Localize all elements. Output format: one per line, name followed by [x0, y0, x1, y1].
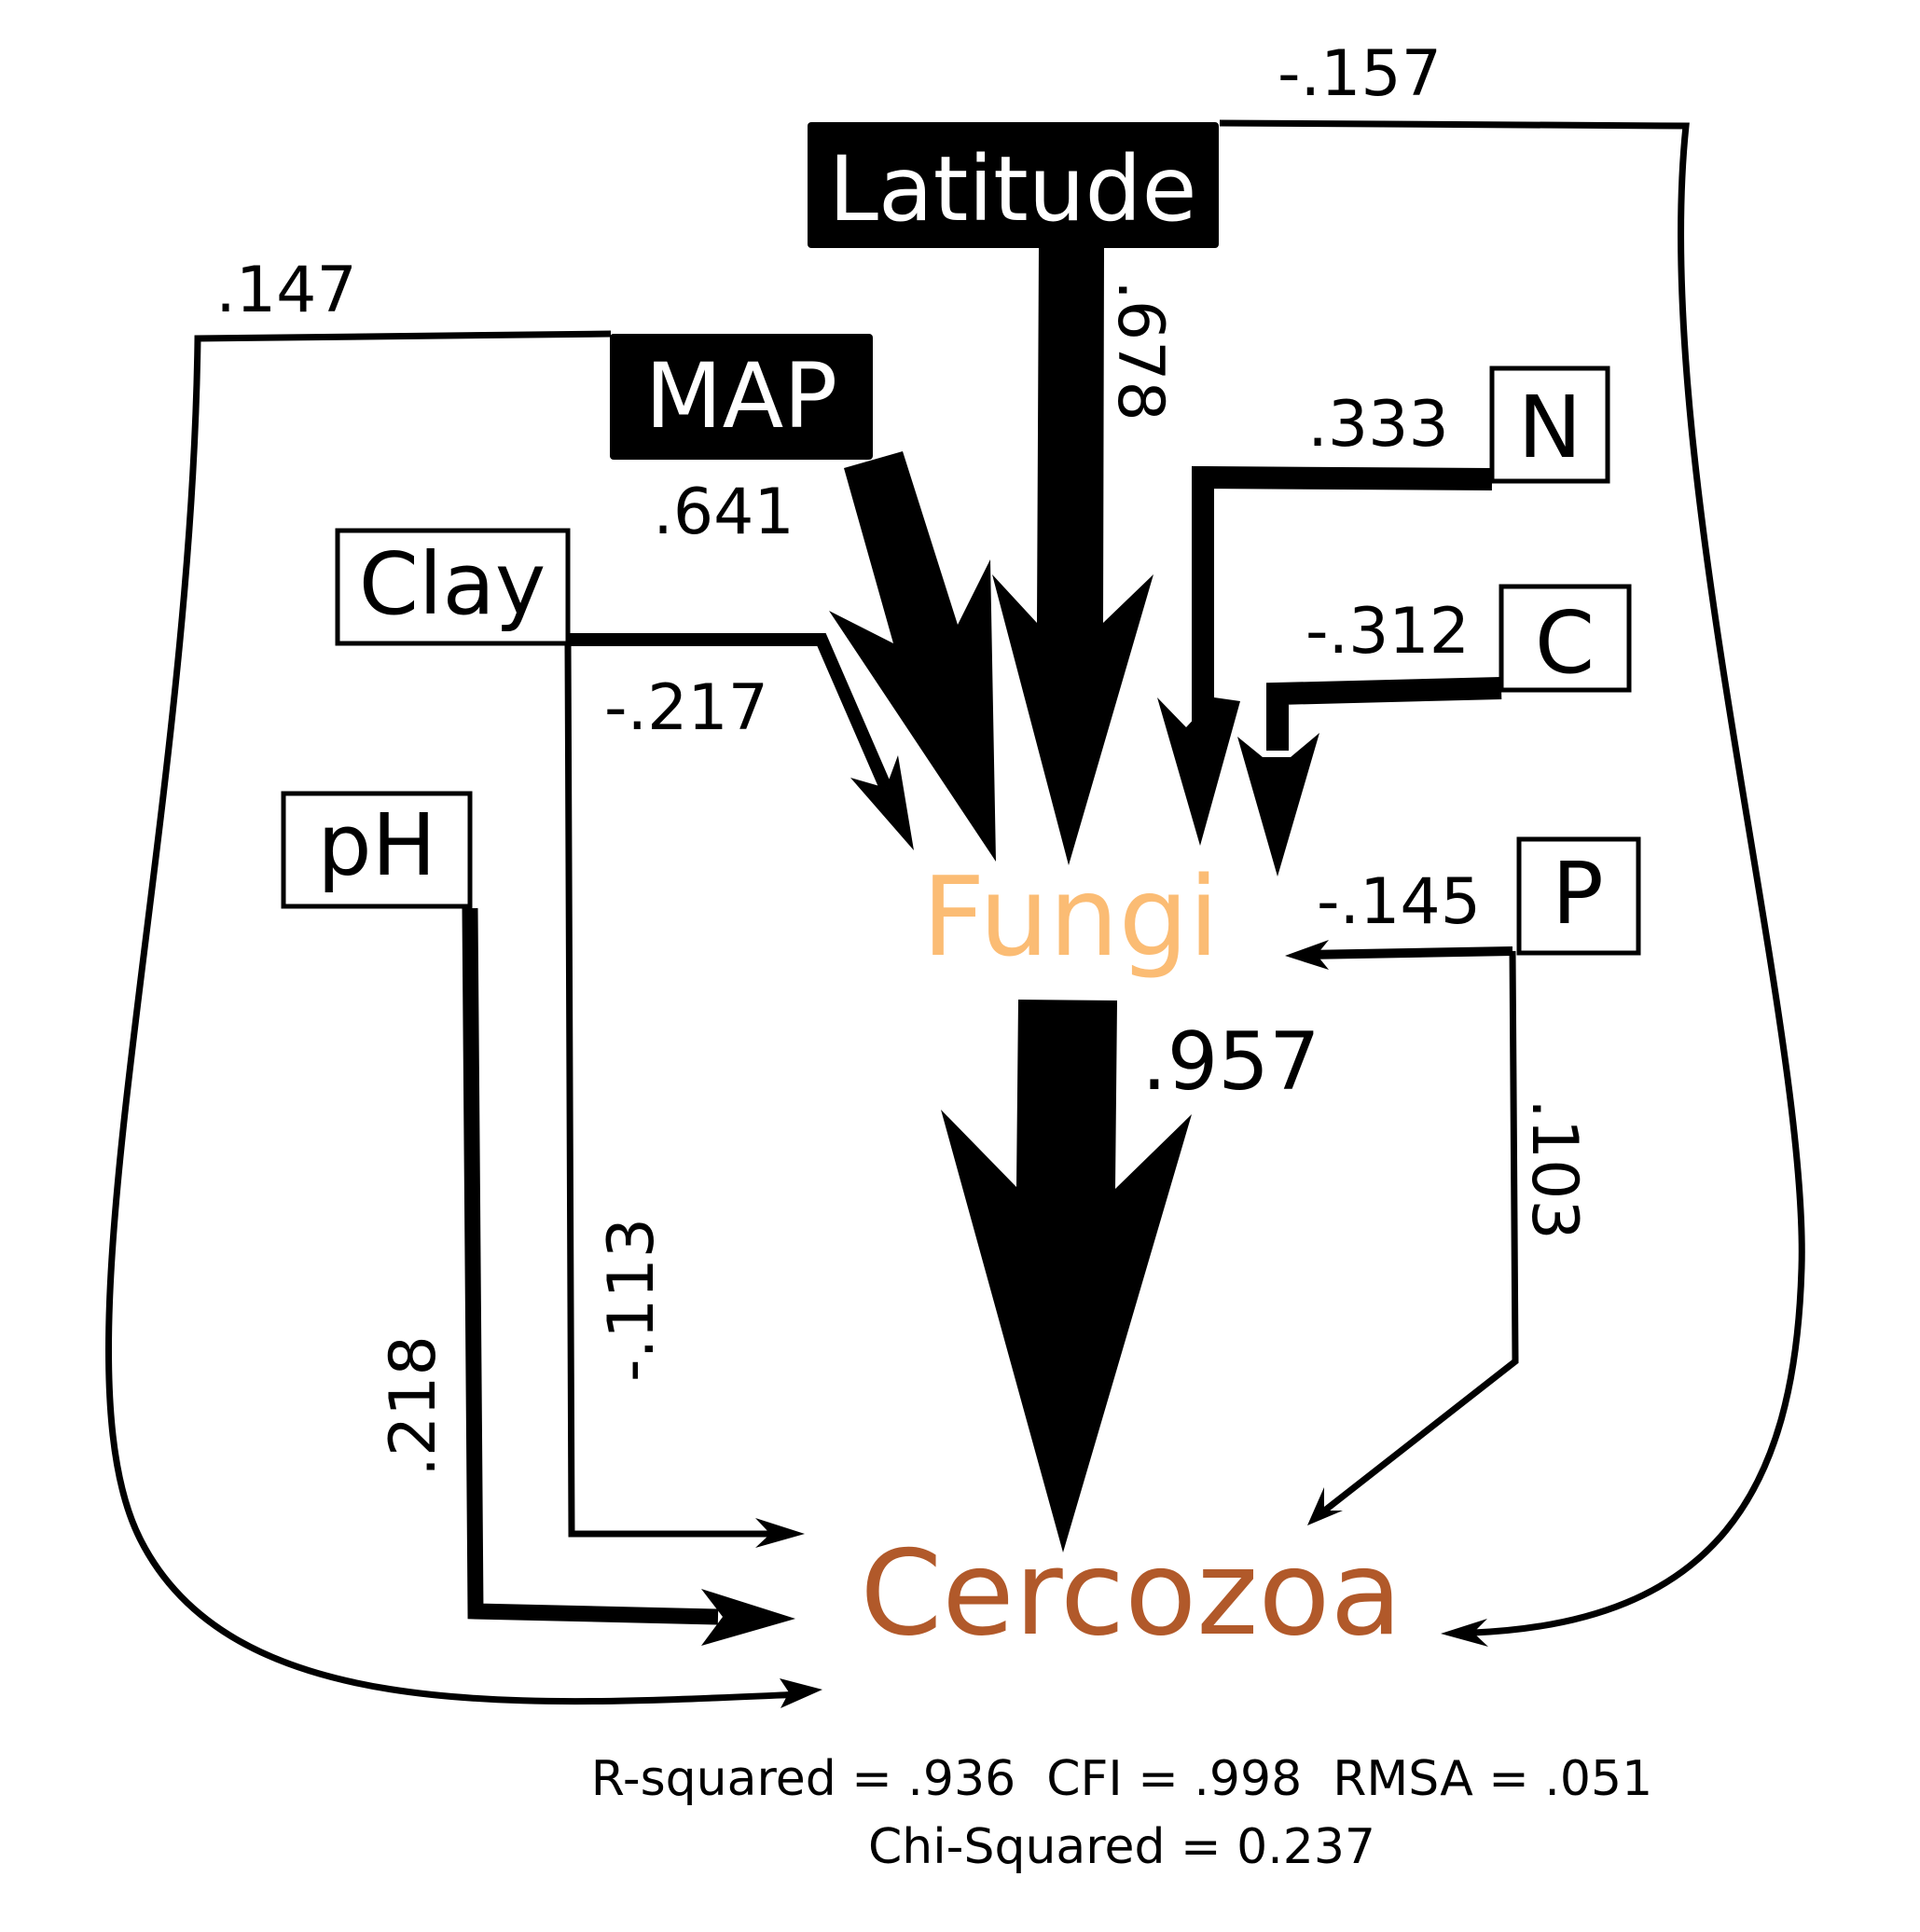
coef-map-fungi: .641: [653, 476, 794, 549]
arrowhead-c-fungi: [1237, 733, 1319, 876]
coef-clay-fungi: -.217: [604, 671, 768, 745]
clay-box: [335, 528, 571, 646]
coef-latitude-cercozoa: -.157: [1278, 37, 1442, 111]
map-box: [610, 334, 873, 460]
n-label: N: [1518, 378, 1582, 477]
arrowhead-clay-fungi: [850, 755, 914, 850]
latitude-box: [808, 122, 1219, 248]
path-n-fungi: [1192, 465, 1493, 727]
arrowhead-map-cercozoa: [780, 1678, 822, 1708]
arrow-map-fungi: [829, 451, 996, 862]
arrowhead-ph-cercozoa: [701, 1589, 795, 1646]
p-label: P: [1552, 844, 1603, 944]
coef-fungi-cercozoa: .957: [1141, 1015, 1319, 1109]
fit-stats-line1: R-squared = .936 CFI = .998 RMSA = .051: [591, 1751, 1652, 1807]
coef-ph-cercozoa: .218: [377, 1335, 450, 1476]
arrowhead-latitude-cercozoa: [1441, 1619, 1488, 1647]
fit-stats-line2: Chi-Squared = 0.237: [868, 1819, 1375, 1875]
ph-box: [281, 791, 473, 909]
coef-clay-cercozoa: -.113: [595, 1218, 669, 1382]
path-c-fungi: [1266, 677, 1502, 751]
coef-n-fungi: .333: [1307, 388, 1448, 462]
arrowhead-n-fungi: [1157, 697, 1240, 846]
fungi-label: Fungi: [922, 852, 1220, 981]
path-p-cercozoa: [1319, 950, 1519, 1515]
coef-c-fungi: -.312: [1305, 595, 1470, 669]
p-box: [1516, 836, 1641, 956]
arrowhead-p-fungi: [1285, 940, 1329, 970]
arrowhead-clay-cercozoa: [755, 1518, 805, 1548]
path-p-fungi: [1305, 946, 1513, 959]
path-ph-cercozoa: [462, 907, 719, 1625]
coef-p-fungi: -.145: [1317, 865, 1481, 939]
c-label: C: [1535, 593, 1595, 693]
path-clay-fungi: [568, 633, 892, 791]
latitude-label: Latitude: [828, 137, 1196, 242]
path-clay-cercozoa: [564, 642, 783, 1538]
coef-latitude-fungi: .678: [1103, 280, 1177, 421]
arrow-latitude-fungi: [992, 246, 1153, 865]
map-label: MAP: [645, 344, 837, 448]
coef-p-cercozoa: .103: [1517, 1098, 1591, 1239]
path-map-cercozoa: [104, 330, 803, 1705]
arrowhead-p-cercozoa: [1307, 1487, 1343, 1525]
clay-label: Clay: [359, 534, 546, 634]
cercozoa-label: Cercozoa: [860, 1525, 1402, 1662]
coef-map-cercozoa: .147: [215, 254, 356, 327]
ph-label: pH: [317, 795, 436, 895]
path-latitude-cercozoa: [1219, 119, 1805, 1636]
c-box: [1499, 584, 1632, 693]
arrow-fungi-cercozoa: [941, 1000, 1192, 1552]
n-box: [1489, 366, 1610, 484]
